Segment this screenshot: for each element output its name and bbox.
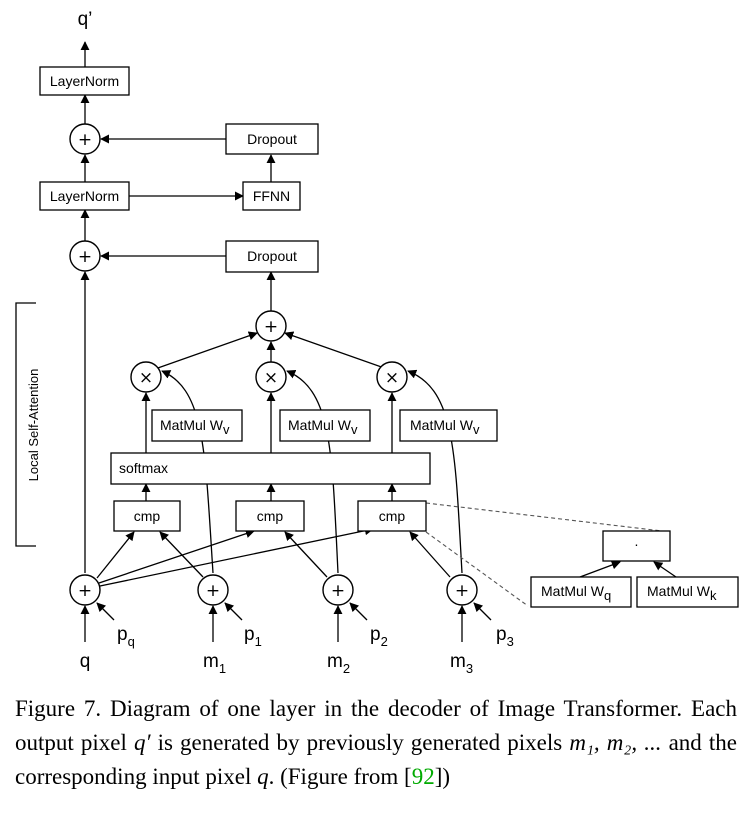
svg-text:softmax: softmax (119, 460, 168, 476)
svg-text:MatMul Wv: MatMul Wv (288, 417, 358, 437)
svg-text:Dropout: Dropout (247, 248, 297, 264)
svg-text:×: × (139, 368, 153, 388)
input-p2-label: p2 (370, 624, 388, 649)
multiply-node-3: × (376, 361, 408, 393)
svg-text:+: + (455, 581, 469, 601)
figure-caption: Figure 7. Diagram of one layer in the de… (15, 696, 737, 789)
cmp-box-2: cmp (235, 500, 305, 532)
caption-q-prime: q′ (133, 730, 151, 755)
add-node-m1: + (197, 574, 229, 606)
input-q-label: q (80, 651, 91, 672)
edges (80, 41, 677, 642)
citation-link[interactable]: 92 (411, 764, 435, 789)
self-attention-bracket (15, 302, 36, 547)
cmp-box-3: cmp (357, 500, 427, 532)
svg-text:MatMul Wq: MatMul Wq (541, 583, 611, 603)
input-m2-label: m2 (327, 651, 350, 676)
input-m1-label: m1 (203, 651, 226, 676)
svg-text:MatMul Wv: MatMul Wv (410, 417, 480, 437)
layernorm-top: LayerNorm (39, 66, 130, 96)
svg-text:FFNN: FFNN (253, 188, 290, 204)
add-node-q: + (69, 574, 101, 606)
add-node-m3: + (446, 574, 478, 606)
caption-m-sequence: m₁, m₂, ... (569, 730, 662, 755)
output-label: q’ (78, 9, 93, 30)
ffnn-box: FFNN (242, 181, 301, 211)
input-p1-label: p1 (244, 624, 262, 649)
add-node-mid: + (69, 240, 101, 272)
matmul-wq: MatMul Wq (530, 576, 632, 608)
softmax-box: softmax (110, 452, 431, 485)
svg-text:cmp: cmp (379, 508, 406, 524)
matmul-wv-1: MatMul Wv (151, 409, 243, 442)
svg-text:MatMul Wv: MatMul Wv (160, 417, 230, 437)
multiply-node-2: × (255, 361, 287, 393)
cmp-box-1: cmp (113, 500, 181, 532)
matmul-wv-3: MatMul Wv (399, 409, 498, 442)
svg-text:LayerNorm: LayerNorm (50, 73, 119, 89)
add-node-sum: + (255, 310, 287, 342)
svg-text:+: + (331, 581, 345, 601)
input-p3-label: p3 (496, 624, 514, 649)
input-pq-label: pq (117, 624, 135, 649)
svg-text:cmp: cmp (257, 508, 284, 524)
add-node-top: + (69, 123, 101, 155)
input-m3-label: m3 (450, 651, 473, 676)
svg-text:×: × (385, 368, 399, 388)
multiply-node-1: × (130, 361, 162, 393)
dropout-top: Dropout (225, 123, 319, 155)
svg-text:·: · (634, 536, 639, 552)
svg-text:+: + (206, 581, 220, 601)
add-node-m2: + (322, 574, 354, 606)
dropout-mid: Dropout (225, 240, 319, 273)
decoder-layer-diagram: Local Self-Attention (15, 9, 739, 676)
svg-text:×: × (264, 368, 278, 388)
matmul-wv-2: MatMul Wv (279, 409, 371, 442)
svg-text:+: + (78, 581, 92, 601)
svg-text:cmp: cmp (134, 508, 161, 524)
svg-text:MatMul Wk: MatMul Wk (647, 583, 717, 603)
matmul-wk: MatMul Wk (636, 576, 739, 608)
svg-text:LayerNorm: LayerNorm (50, 188, 119, 204)
svg-text:+: + (78, 247, 92, 267)
layernorm-mid: LayerNorm (39, 181, 130, 211)
caption-q: q (257, 764, 269, 789)
svg-text:+: + (264, 317, 278, 337)
svg-text:+: + (78, 130, 92, 150)
svg-text:Dropout: Dropout (247, 131, 297, 147)
self-attention-label: Local Self-Attention (26, 369, 41, 482)
dot-product-box: · (602, 530, 671, 562)
